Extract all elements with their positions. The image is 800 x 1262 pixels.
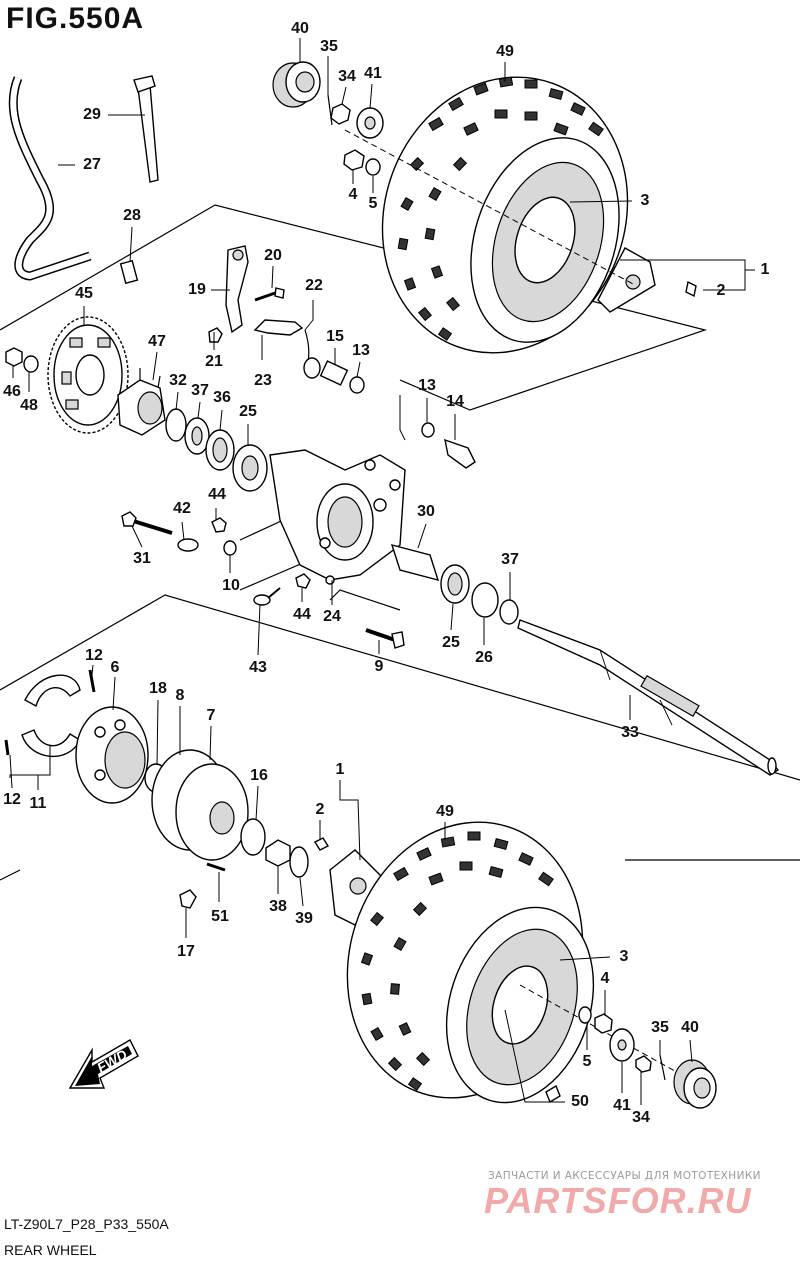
sprocket [47, 316, 129, 434]
spacer-tube [390, 543, 440, 582]
callout-28: 28 [123, 207, 141, 224]
callout-33: 33 [621, 724, 639, 741]
callout-20: 20 [264, 247, 282, 264]
callout-10: 10 [222, 577, 240, 594]
callout-48: 48 [20, 397, 38, 414]
cable-tie [137, 84, 159, 183]
figure-code: LT-Z90L7_P28_P33_550A [4, 1216, 169, 1232]
callout-16: 16 [250, 767, 268, 784]
callout-43: 43 [249, 659, 267, 676]
callout-45: 45 [75, 285, 93, 302]
brake-cover [151, 749, 249, 861]
fwd-arrow [68, 1039, 139, 1089]
callout-4-lower: 4 [600, 970, 610, 987]
callout-51: 51 [211, 908, 229, 925]
leader-lines [9, 38, 755, 1105]
callout-49-lower: 49 [436, 803, 454, 820]
callout-8: 8 [175, 687, 185, 704]
callout-7: 7 [206, 707, 216, 724]
callout-27: 27 [83, 156, 101, 173]
callout-17: 17 [177, 943, 195, 960]
callout-19: 19 [188, 281, 206, 298]
callout-37-upper: 37 [191, 382, 209, 399]
upper-group-outline [0, 204, 708, 411]
callout-5-lower: 5 [582, 1053, 592, 1070]
callout-6: 6 [110, 659, 120, 676]
speed-sensor [444, 438, 476, 469]
callout-41-lower: 41 [613, 1097, 631, 1114]
callout-44-lower: 44 [293, 606, 311, 623]
callout-40-top: 40 [291, 20, 309, 37]
figure-caption: REAR WHEEL [4, 1242, 97, 1258]
callout-13-upper: 13 [352, 342, 370, 359]
callout-49-top: 49 [496, 43, 514, 60]
callout-22: 22 [305, 277, 323, 294]
callout-12-upper: 12 [85, 647, 103, 664]
callout-50: 50 [571, 1093, 589, 1110]
callout-36: 36 [213, 389, 231, 406]
callout-1-top: 1 [760, 261, 770, 278]
upper-hub-nut-group [272, 61, 384, 176]
callout-44-upper: 44 [208, 486, 226, 503]
callout-30: 30 [417, 503, 435, 520]
callout-21: 21 [205, 353, 223, 370]
lower-group-outline [0, 594, 800, 781]
callout-35-lower: 35 [651, 1019, 669, 1036]
callout-23: 23 [254, 372, 272, 389]
callout-35-top: 35 [320, 38, 338, 55]
callout-40-lower: 40 [681, 1019, 699, 1036]
callout-4-top: 4 [348, 186, 358, 203]
callout-31: 31 [133, 550, 151, 567]
callout-3-lower: 3 [619, 948, 629, 965]
callout-26: 26 [475, 649, 493, 666]
callout-11: 11 [29, 795, 47, 812]
callout-34-lower: 34 [632, 1109, 650, 1126]
callout-13-sensor: 13 [418, 377, 436, 394]
lower-tire [346, 821, 595, 1104]
callout-42: 42 [173, 500, 191, 517]
callout-32: 32 [169, 372, 187, 389]
callout-47: 47 [148, 333, 166, 350]
callout-29: 29 [83, 106, 101, 123]
callout-3-top: 3 [640, 192, 650, 209]
callout-37-lower: 37 [501, 551, 519, 568]
callout-5-top: 5 [368, 195, 378, 212]
callout-12-lower: 12 [3, 791, 21, 808]
brake-arm [225, 245, 249, 334]
callout-24: 24 [323, 608, 341, 625]
callout-18: 18 [149, 680, 167, 697]
callout-2-lower: 2 [315, 801, 325, 818]
callout-34-top: 34 [338, 68, 356, 85]
callout-41-top: 41 [364, 65, 382, 82]
callout-2-top: 2 [716, 282, 726, 299]
callout-46: 46 [3, 383, 21, 400]
watermark-brand: PARTSFOR.RU [484, 1180, 752, 1221]
callout-14: 14 [446, 393, 464, 410]
callout-25-lower: 25 [442, 634, 460, 651]
callout-1-lower: 1 [335, 761, 345, 778]
callout-25-upper: 25 [239, 403, 257, 420]
axle-carrier [269, 449, 406, 585]
callout-38: 38 [269, 898, 287, 915]
callout-9: 9 [374, 658, 384, 675]
brake-drum [75, 706, 149, 804]
callout-15: 15 [326, 328, 344, 345]
rear-axle [517, 619, 780, 776]
figure-title: FIG.550A [6, 2, 145, 35]
watermark-tagline: ЗАПЧАСТИ И АКСЕССУАРЫ ДЛЯ МОТОТЕХНИКИ [488, 1170, 761, 1182]
callout-39: 39 [295, 910, 313, 927]
